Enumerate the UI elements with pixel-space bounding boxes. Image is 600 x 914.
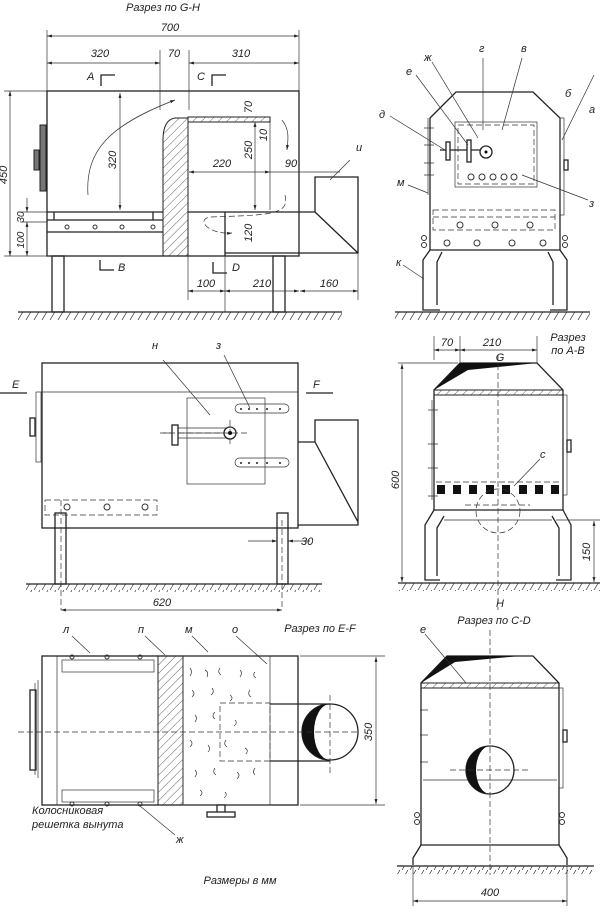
- dim-400: 400: [481, 887, 500, 899]
- side-view: E F 30 620 н з: [0, 340, 359, 612]
- label-e: е: [420, 624, 426, 636]
- dim-350: 350: [363, 722, 375, 741]
- note-grate-line1: Колосниковая: [32, 805, 103, 817]
- body-outline: [429, 91, 561, 251]
- dim-250: 250: [243, 140, 255, 160]
- dim-30-leg: 30: [301, 536, 314, 548]
- label-v: в: [521, 43, 527, 55]
- note-grate-line2: решетка вынута: [31, 819, 123, 831]
- section-mark-a: A: [86, 71, 94, 83]
- dim-210: 210: [252, 278, 272, 290]
- section-e-f: Разрез по E-F 350 л п м о ж Колосниковая…: [18, 623, 385, 887]
- dim-100-bottom: 100: [197, 278, 216, 290]
- label-b: б: [565, 88, 572, 100]
- dim-30: 30: [16, 211, 27, 223]
- label-g: г: [479, 43, 485, 55]
- dim-600: 600: [390, 470, 402, 489]
- view-title-line1: Разрез: [550, 332, 586, 344]
- label-e: е: [406, 66, 412, 78]
- dim-700: 700: [161, 22, 180, 34]
- view-title: Разрез по C-D: [457, 615, 530, 627]
- insulation-texture: [189, 667, 257, 799]
- view-title-line2: по A-B: [551, 345, 585, 357]
- view-title: Разрез по E-F: [284, 623, 357, 635]
- front-view: г в ж б е а д м з к: [379, 43, 595, 320]
- section-mark-c: C: [197, 71, 205, 83]
- label-m: м: [397, 177, 405, 189]
- firebrick-wall: [157, 655, 184, 806]
- label-zh: ж: [423, 52, 432, 64]
- section-mark-d: D: [232, 262, 240, 274]
- label-zh: ж: [175, 834, 184, 846]
- dim-10: 10: [258, 128, 270, 141]
- section-mark-e: E: [12, 379, 20, 391]
- view-title: Разрез по G-H: [126, 2, 200, 14]
- label-z: з: [215, 340, 221, 352]
- dim-450: 450: [0, 165, 10, 184]
- label-n: н: [152, 340, 158, 352]
- label-k: к: [396, 257, 402, 269]
- section-mark-h: H: [496, 598, 504, 610]
- label-o: о: [232, 624, 238, 636]
- dim-120: 120: [243, 223, 255, 242]
- dim-320-vertical: 320: [107, 150, 119, 169]
- dim-70: 70: [168, 48, 181, 60]
- dim-160: 160: [320, 278, 339, 290]
- label-l: л: [62, 624, 69, 636]
- label-z: з: [588, 198, 594, 210]
- dim-310: 310: [232, 48, 251, 60]
- insulation-fill: [182, 655, 271, 806]
- dim-70-top: 70: [243, 100, 255, 113]
- dim-220: 220: [212, 158, 232, 170]
- label-p: п: [138, 624, 144, 636]
- label-d: д: [379, 109, 385, 121]
- section-g-h: Разрез по G-H 700 320 70 310 A C 320 250…: [0, 2, 362, 320]
- label-m: м: [185, 624, 193, 636]
- dim-620: 620: [153, 597, 172, 609]
- firebrick-wall: [162, 117, 189, 257]
- dim-100: 100: [16, 231, 27, 248]
- section-c-d: Разрез по C-D е 400: [397, 615, 594, 906]
- section-mark-f: F: [313, 379, 321, 391]
- label-c: с: [540, 449, 546, 461]
- label-i: и: [356, 142, 362, 154]
- section-mark-b: B: [118, 262, 125, 274]
- dim-210-ab: 210: [482, 337, 502, 349]
- body-outline: [41, 362, 299, 529]
- dim-150: 150: [581, 542, 593, 561]
- dim-320: 320: [91, 48, 110, 60]
- units-note: Размеры в мм: [203, 875, 276, 887]
- dim-90: 90: [285, 158, 298, 170]
- dim-70-ab: 70: [441, 337, 454, 349]
- fuel-door: [186, 397, 266, 485]
- grate-bars: [437, 485, 559, 494]
- label-a: а: [589, 104, 595, 116]
- section-a-b: Разрез по A-B 70 210 G 600 150 с H: [390, 332, 600, 610]
- section-mark-g: G: [496, 352, 505, 364]
